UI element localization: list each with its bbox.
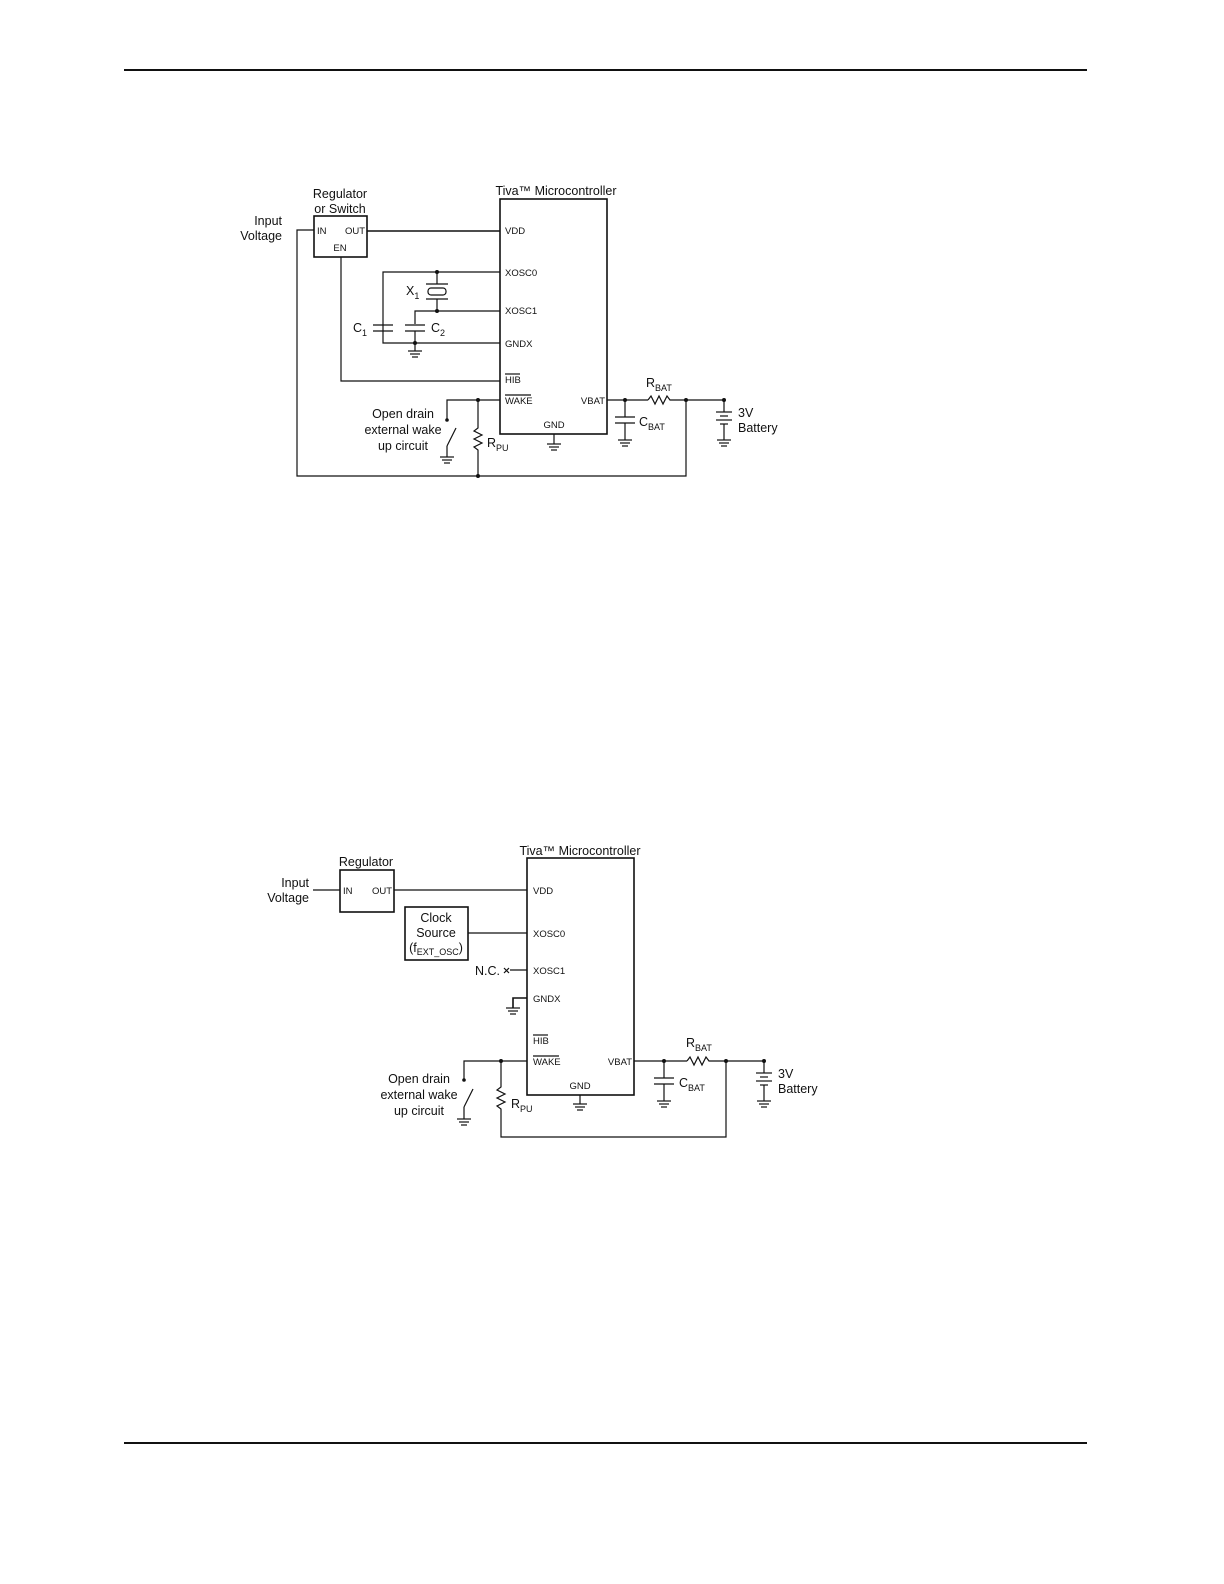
pin-xosc1: XOSC1 <box>505 306 537 317</box>
switch-contact <box>462 1078 466 1082</box>
pin-xosc0: XOSC0 <box>533 929 565 940</box>
page-bottom-rule <box>124 1442 1087 1444</box>
regulator-pin-out: OUT <box>345 226 365 237</box>
mcu-title: Tiva™ Microcontroller <box>519 844 640 858</box>
ground-icon <box>618 439 632 447</box>
mcu-title: Tiva™ Microcontroller <box>495 184 616 198</box>
pin-vdd: VDD <box>533 886 553 897</box>
junction-dot <box>435 270 439 274</box>
regulator-pin-en: EN <box>333 243 346 254</box>
switch-contact <box>445 418 449 422</box>
regulator-title-1: Regulator <box>313 187 367 201</box>
battery-icon <box>756 1061 772 1108</box>
rpu-resistor <box>472 400 484 476</box>
rpu-label: RPU <box>511 1097 533 1114</box>
wake-wire <box>463 1060 527 1080</box>
wake-switch <box>446 427 457 447</box>
pin-vdd: VDD <box>505 226 525 237</box>
pin-gndx: GNDX <box>533 994 561 1005</box>
pin-xosc1: XOSC1 <box>533 966 565 977</box>
battery-icon <box>716 400 732 447</box>
junction-dot <box>476 474 480 478</box>
input-voltage-label-2: Voltage <box>240 229 282 243</box>
wake-circuit-label-2: external wake <box>380 1088 457 1102</box>
battery-label-2: Battery <box>778 1082 818 1096</box>
input-bottom-wire <box>296 229 687 477</box>
clock-source-label-3: (fEXT_OSC) <box>409 941 463 957</box>
rpu-label: RPU <box>487 436 509 453</box>
rbat-resistor <box>686 1055 764 1067</box>
rpu-resistor <box>495 1061 727 1138</box>
regulator-pin-out: OUT <box>372 886 392 897</box>
ground-icon <box>506 1007 520 1015</box>
c1-label: C1 <box>353 321 367 338</box>
xosc1-c2-wire <box>414 310 500 324</box>
diagram-crystal-oscillator: Input Voltage Regulator or Switch IN OUT… <box>240 184 778 478</box>
regulator-title: Regulator <box>339 855 393 869</box>
pin-xosc0: XOSC0 <box>505 268 537 279</box>
battery-label-2: Battery <box>738 421 778 435</box>
ground-icon <box>547 443 561 451</box>
diagram-external-clock: Input Voltage Regulator IN OUT Tiva™ Mic… <box>267 844 818 1138</box>
wake-circuit-label-1: Open drain <box>388 1072 450 1086</box>
regulator-box <box>339 869 395 913</box>
nc-label: N.C. <box>475 964 500 978</box>
input-voltage-label-1: Input <box>281 876 309 890</box>
pin-vbat: VBAT <box>608 1057 632 1068</box>
cbat-label: CBAT <box>679 1076 705 1093</box>
crystal-body <box>427 287 447 296</box>
no-connect-icon <box>503 967 510 974</box>
pin-hib: HIB <box>505 375 521 386</box>
ground-icon <box>440 456 454 464</box>
junction-dot <box>684 398 688 402</box>
wake-circuit-label-3: up circuit <box>378 439 429 453</box>
clock-source-label-2: Source <box>416 926 456 940</box>
pin-hib: HIB <box>533 1036 549 1047</box>
wake-circuit-label-2: external wake <box>364 423 441 437</box>
ground-icon <box>457 1118 471 1126</box>
junction-dot <box>413 341 417 345</box>
battery-label-1: 3V <box>778 1067 794 1081</box>
ground-icon <box>408 350 422 358</box>
cbat-label: CBAT <box>639 415 665 432</box>
wake-wire <box>446 399 500 420</box>
wake-circuit-label-1: Open drain <box>372 407 434 421</box>
wake-circuit-label-3: up circuit <box>394 1104 445 1118</box>
wake-switch <box>463 1088 474 1108</box>
pin-wake: WAKE <box>505 396 533 407</box>
pin-wake: WAKE <box>533 1057 561 1068</box>
crystal-label: X1 <box>406 284 419 301</box>
input-voltage-label-2: Voltage <box>267 891 309 905</box>
regulator-pin-in: IN <box>317 226 327 237</box>
pin-gnd: GND <box>543 420 564 431</box>
regulator-title-2: or Switch <box>314 202 365 216</box>
c2-label: C2 <box>431 321 445 338</box>
battery-label-1: 3V <box>738 406 754 420</box>
ground-icon <box>657 1100 671 1108</box>
input-voltage-label-1: Input <box>254 214 282 228</box>
clock-source-label-1: Clock <box>420 911 452 925</box>
ground-icon <box>573 1103 587 1111</box>
page-top-rule <box>124 69 1087 71</box>
pin-gndx: GNDX <box>505 339 533 350</box>
rbat-resistor <box>647 394 724 406</box>
gndx-wire <box>512 997 527 1008</box>
regulator-box <box>313 215 368 258</box>
clock-source-box <box>404 906 469 961</box>
rbat-label: RBAT <box>646 376 672 393</box>
rbat-label: RBAT <box>686 1036 712 1053</box>
xosc0-c1-wire <box>382 271 500 344</box>
regulator-pin-in: IN <box>343 886 353 897</box>
pin-vbat: VBAT <box>581 396 605 407</box>
junction-dot <box>724 1059 728 1063</box>
en-hib-wire <box>340 257 500 382</box>
pin-gnd: GND <box>569 1081 590 1092</box>
